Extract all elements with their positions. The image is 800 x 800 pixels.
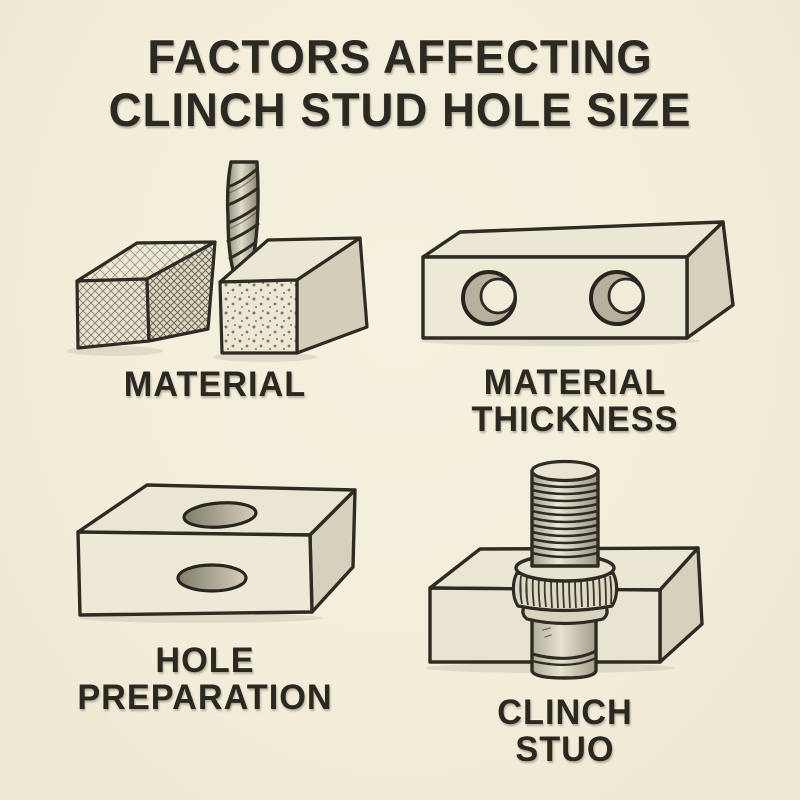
through-hole-right [589,270,645,326]
stud-threaded-shank [530,459,600,568]
drill-and-material-blocks-icon [67,160,369,362]
stud-body [530,606,598,680]
block-with-two-holes-icon [420,220,735,346]
front-prepared-hole [176,563,248,593]
top-prepared-hole [182,501,258,529]
left-material-block [75,240,217,350]
clinch-stud-figure [420,458,715,690]
title-line-2: CLINCH STUD HOLE SIZE [108,83,692,136]
left-block-shadow [67,346,163,356]
material-thickness-label: MATERIAL THICKNESS [413,364,736,438]
right-material-block [218,236,369,355]
material-thickness-figure [410,212,745,348]
title-line-1: FACTORS AFFECTING [147,30,653,83]
page-title: FACTORS AFFECTING CLINCH STUD HOLE SIZE [12,30,788,136]
material-thickness-label-line1: MATERIAL [483,363,667,402]
material-figure [55,155,375,363]
hole-preparation-label-line2: PREPARATION [77,678,333,717]
material-label: MATERIAL [58,366,372,403]
block-with-prepared-holes-icon [76,483,357,623]
clinch-stud-label-line1: CLINCH [497,693,633,732]
clinch-stud-label: CLINCH STUO [423,694,707,768]
clinch-stud-in-block-icon [425,459,704,680]
through-hole-left [461,270,517,326]
hole-preparation-label: HOLE PREPARATION [48,642,362,716]
material-label-line: MATERIAL [123,365,307,404]
clinch-stud-label-line2: STUO [515,730,615,769]
hole-preparation-figure [72,478,372,624]
material-thickness-label-line2: THICKNESS [471,400,679,439]
hole-preparation-label-line1: HOLE [155,641,255,680]
